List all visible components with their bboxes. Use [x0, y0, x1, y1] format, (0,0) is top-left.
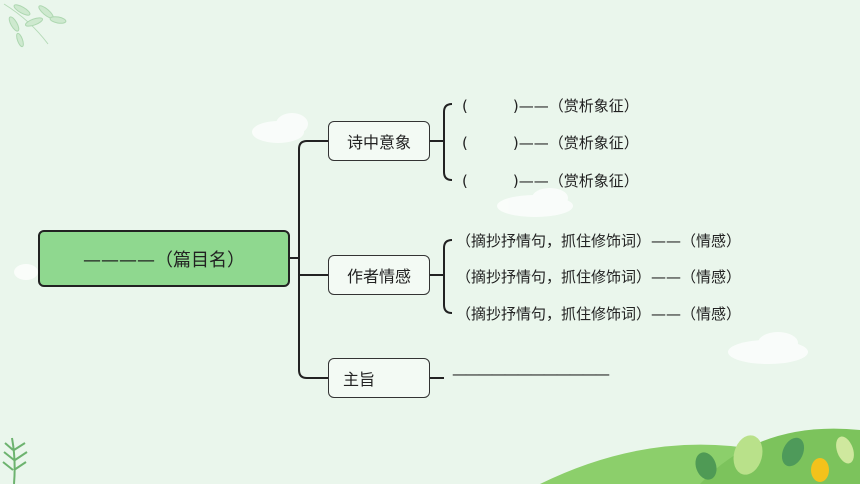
fern-icon: [2, 437, 28, 484]
leaf-item-emotion[interactable]: （摘抄抒情句，抓住修饰词）——（情感）: [456, 232, 742, 250]
leaf-icon: [695, 435, 854, 482]
branch-label: 诗中意象: [346, 133, 411, 152]
leaf-item-emotion[interactable]: （摘抄抒情句，抓住修饰词）——（情感）: [456, 305, 742, 323]
branch-label: 作者情感: [346, 267, 411, 286]
root-topic-node[interactable]: ————（篇目名）: [38, 230, 290, 287]
root-topic-label: ————（篇目名）: [83, 249, 245, 271]
cloud-icon: [14, 113, 808, 364]
branch-label: 主旨: [343, 370, 376, 389]
branch-node-theme[interactable]: 主旨: [328, 358, 430, 398]
branch-node-emotion[interactable]: 作者情感: [328, 255, 430, 295]
leaf-item-emotion[interactable]: （摘抄抒情句，抓住修饰词）——（情感）: [456, 268, 742, 286]
branch-node-imagery[interactable]: 诗中意象: [328, 121, 430, 161]
leaf-item-imagery[interactable]: ( )——（赏析象征）: [462, 172, 639, 190]
leaf-item-imagery[interactable]: ( )——（赏析象征）: [462, 97, 639, 115]
leaf-item-imagery[interactable]: ( )——（赏析象征）: [462, 134, 639, 152]
leaf-sprig-icon: [3, 3, 67, 48]
leaf-item-theme-blank[interactable]: ————————————: [452, 365, 610, 383]
